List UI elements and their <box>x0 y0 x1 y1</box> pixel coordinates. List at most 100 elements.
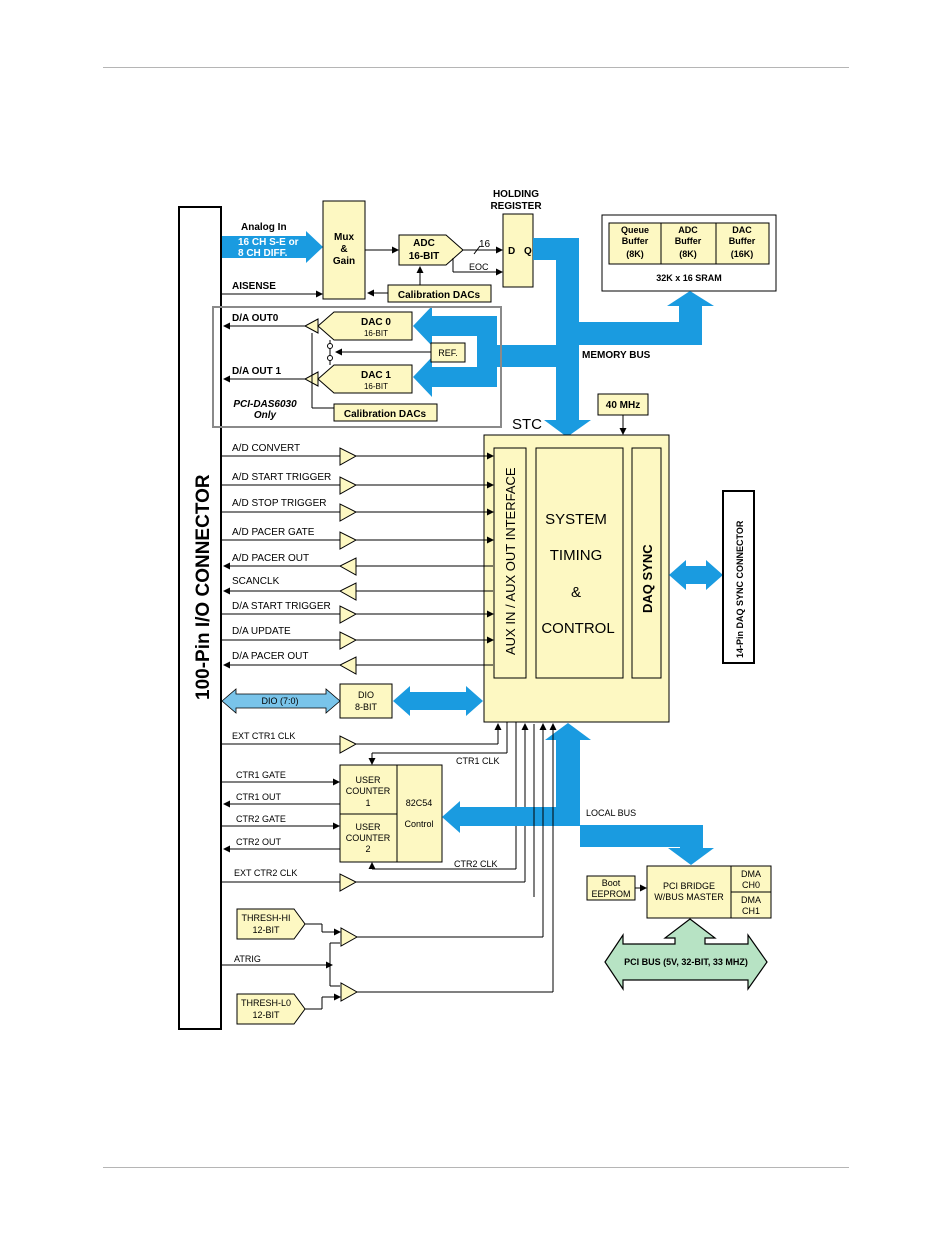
ctr1-clk-label: CTR1 CLK <box>456 756 500 766</box>
holding-register-l2: REGISTER <box>490 201 542 212</box>
holding-q-label: Q <box>524 246 532 257</box>
dio-block <box>339 683 393 719</box>
atrig-label: ATRIG <box>234 954 261 964</box>
io-connector-block <box>178 206 222 1030</box>
pci-das6030-l1: PCI-DAS6030 <box>233 399 297 410</box>
dio-block-l2: 8-BIT <box>355 702 378 712</box>
mux-amp: & <box>340 244 347 255</box>
dma1-l1: DMA <box>741 895 761 905</box>
system-timing-l1: SYSTEM <box>545 511 607 528</box>
calib-dacs-bottom-block <box>333 403 438 422</box>
trigger-signals: A/D CONVERT A/D START TRIGGER A/D STOP T… <box>222 443 494 675</box>
adc-label: ADC <box>413 238 435 249</box>
ad-start-trigger-label: A/D START TRIGGER <box>232 472 331 483</box>
dac-buffer-block <box>715 222 770 265</box>
ad-stop-trigger-label: A/D STOP TRIGGER <box>232 498 326 509</box>
sync-connector-block <box>722 490 755 664</box>
ctr2-clk-label: CTR2 CLK <box>454 859 498 869</box>
ad-pacer-gate-label: A/D PACER GATE <box>232 527 315 538</box>
ctr1-out-label: CTR1 OUT <box>236 792 282 802</box>
pci-bridge-l2: W/BUS MASTER <box>654 892 724 902</box>
dio-block-l1: DIO <box>358 690 374 700</box>
thresh-hi-l1: THRESH-HI <box>242 913 291 923</box>
ad-convert-label: A/D CONVERT <box>232 443 300 454</box>
daq-sync-arrow <box>669 560 723 590</box>
ext-ctr2-clk-label: EXT CTR2 CLK <box>234 868 297 878</box>
da-out0-label: D/A OUT0 <box>232 313 279 324</box>
stc-label: STC <box>512 416 542 433</box>
adc-buffer-l3: (8K) <box>679 249 697 259</box>
boot-eeprom-l1: Boot <box>602 878 621 888</box>
dma1-l2: CH1 <box>742 906 760 916</box>
sram-caption: 32K x 16 SRAM <box>656 273 722 283</box>
thresh-hi-l2: 12-BIT <box>252 925 280 935</box>
ctr2-out-label: CTR2 OUT <box>236 837 282 847</box>
dac-buffer-l2: Buffer <box>729 236 756 246</box>
pci-bus-label: PCI BUS (5V, 32-BIT, 33 MHZ) <box>624 957 748 967</box>
ad-pacer-out-label: A/D PACER OUT <box>232 553 309 564</box>
adc-buffer-l2: Buffer <box>675 236 702 246</box>
user-counter2-l3: 2 <box>365 844 370 854</box>
pci-bus-arrow <box>604 918 768 991</box>
adc-bits-label: 16-BIT <box>409 251 440 262</box>
analog-in-arrow <box>222 231 323 263</box>
dac-buffer-l1: DAC <box>732 225 752 235</box>
user-counter2-l2: COUNTER <box>346 833 391 843</box>
ext-ctr1-clk-buffer <box>339 735 358 754</box>
connector-label: 100-Pin I/O CONNECTOR <box>193 474 214 700</box>
dac1-block <box>317 364 413 394</box>
holding-register-l1: HOLDING <box>493 189 539 200</box>
pci-das6030-outline <box>212 306 502 428</box>
ext-ctr2-clk-buffer <box>339 873 358 892</box>
adc-block <box>398 234 464 266</box>
dio-stc-arrow <box>393 686 483 716</box>
holding-register-block <box>502 213 534 288</box>
system-timing-l4: CONTROL <box>541 620 614 637</box>
calib-dacs-bottom-label: Calibration DACs <box>344 409 427 420</box>
ctr1-gate-label: CTR1 GATE <box>236 770 286 780</box>
system-timing-l3: & <box>571 584 581 601</box>
dma0-l1: DMA <box>741 869 761 879</box>
daq-sync-label: DAQ SYNC <box>640 544 655 613</box>
user-counter1-l3: 1 <box>365 798 370 808</box>
analog-in-line1: 16 CH S-E or <box>238 237 299 248</box>
system-timing-block <box>535 447 624 679</box>
comparator-hi <box>340 927 359 947</box>
dac1-label: DAC 1 <box>361 370 391 381</box>
eoc-label: EOC <box>469 262 489 272</box>
adc-buffer-block <box>660 222 717 265</box>
daq-sync-block <box>631 447 662 679</box>
header-rule <box>103 67 849 68</box>
user-counter1-l2: COUNTER <box>346 786 391 796</box>
analog-in-title: Analog In <box>241 222 287 233</box>
aux-interface-label: AUX IN / AUX OUT INTERFACE <box>503 467 518 655</box>
dac0-label: DAC 0 <box>361 317 391 328</box>
aisense-label: AISENSE <box>232 281 276 292</box>
da-update-label: D/A UPDATE <box>232 626 291 637</box>
dac0-block <box>317 311 413 341</box>
footer-rule <box>103 1167 849 1168</box>
gain-label: Gain <box>333 256 355 267</box>
pci-das6030-l2: Only <box>254 410 277 421</box>
user-counter1-l1: USER <box>355 775 381 785</box>
queue-buffer-l1: Queue <box>621 225 649 235</box>
adc-bit-width: 16 <box>479 239 491 250</box>
da-out1-label: D/A OUT 1 <box>232 366 282 377</box>
dac1-bits: 16-BIT <box>364 382 388 391</box>
thresh-lo-l1: THRESH-L0 <box>241 998 291 1008</box>
clock-label: 40 MHz <box>606 400 640 411</box>
pci-bridge-l1: PCI BRIDGE <box>663 881 715 891</box>
user-counter2-l1: USER <box>355 822 381 832</box>
queue-buffer-l2: Buffer <box>622 236 649 246</box>
analog-in-line2: 8 CH DIFF. <box>238 248 288 259</box>
da-start-trigger-label: D/A START TRIGGER <box>232 601 331 612</box>
local-bus <box>442 723 714 865</box>
thresh-lo-block <box>236 993 306 1025</box>
dac0-buffer-amp <box>303 318 319 334</box>
thresh-hi-block <box>236 908 306 940</box>
dac-buffer-l3: (16K) <box>731 249 754 259</box>
queue-buffer-block <box>608 222 662 265</box>
da-pacer-out-label: D/A PACER OUT <box>232 651 309 662</box>
boot-eeprom-l2: EEPROM <box>591 889 630 899</box>
dma0-l2: CH0 <box>742 880 760 890</box>
